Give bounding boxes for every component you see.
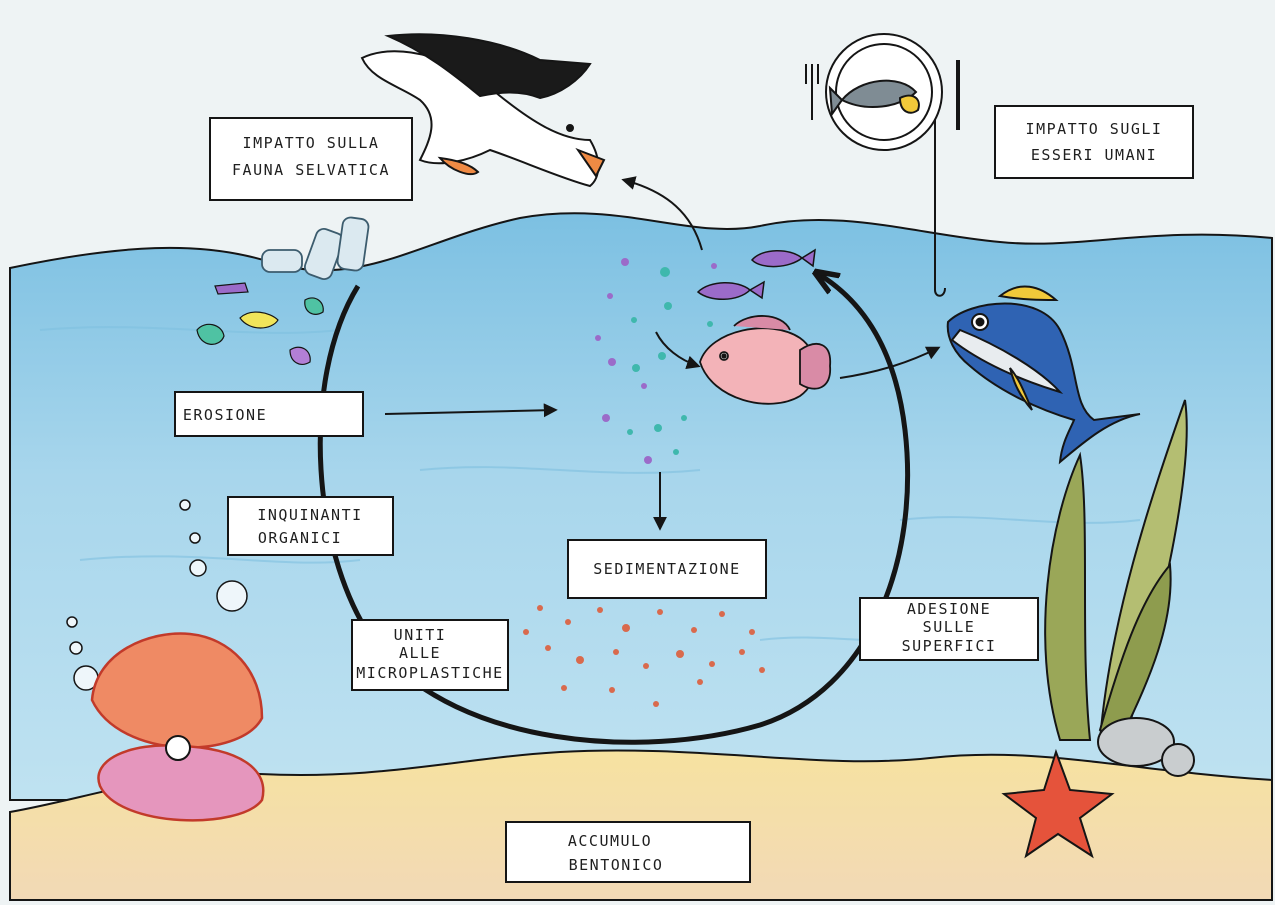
label-fauna-line2: FAUNA SELVATICA <box>232 161 390 179</box>
label-adhesion-line2: SULLE <box>923 618 976 636</box>
label-fauna-line1: IMPATTO SULLA <box>243 134 380 152</box>
label-benthic-line2: BENTONICO <box>569 856 664 874</box>
label-box-fauna: IMPATTO SULLA FAUNA SELVATICA <box>210 118 412 200</box>
label-box-erosion: EROSIONE <box>175 392 363 436</box>
label-sedimentation: SEDIMENTAZIONE <box>593 560 740 578</box>
label-box-adhesion: ADESIONE SULLE SUPERFICI <box>860 598 1038 660</box>
label-adhesion-line3: SUPERFICI <box>902 637 997 655</box>
label-microplastics-line2: ALLE <box>399 644 441 662</box>
label-box-humans: IMPATTO SUGLI ESSERI UMANI <box>995 106 1193 178</box>
seashell-icon <box>92 634 263 821</box>
label-box-sedimentation: SEDIMENTAZIONE <box>568 540 766 598</box>
label-microplastics-line1: UNITI <box>394 626 447 644</box>
label-humans-line2: ESSERI UMANI <box>1031 146 1157 164</box>
label-adhesion-line1: ADESIONE <box>907 600 991 618</box>
label-humans-line1: IMPATTO SUGLI <box>1026 120 1163 138</box>
label-box-pollutants: INQUINANTI ORGANICI <box>228 497 393 555</box>
label-pollutants-line1: INQUINANTI <box>257 506 362 524</box>
label-box-microplastics: UNITI ALLE MICROPLASTICHE <box>352 620 508 690</box>
label-box-benthic: ACCUMULO BENTONICO <box>506 822 750 882</box>
label-erosion: EROSIONE <box>183 406 267 424</box>
label-microplastics-line3: MICROPLASTICHE <box>356 664 503 682</box>
label-pollutants-line2: ORGANICI <box>258 529 342 547</box>
label-benthic-line1: ACCUMULO <box>568 832 652 850</box>
